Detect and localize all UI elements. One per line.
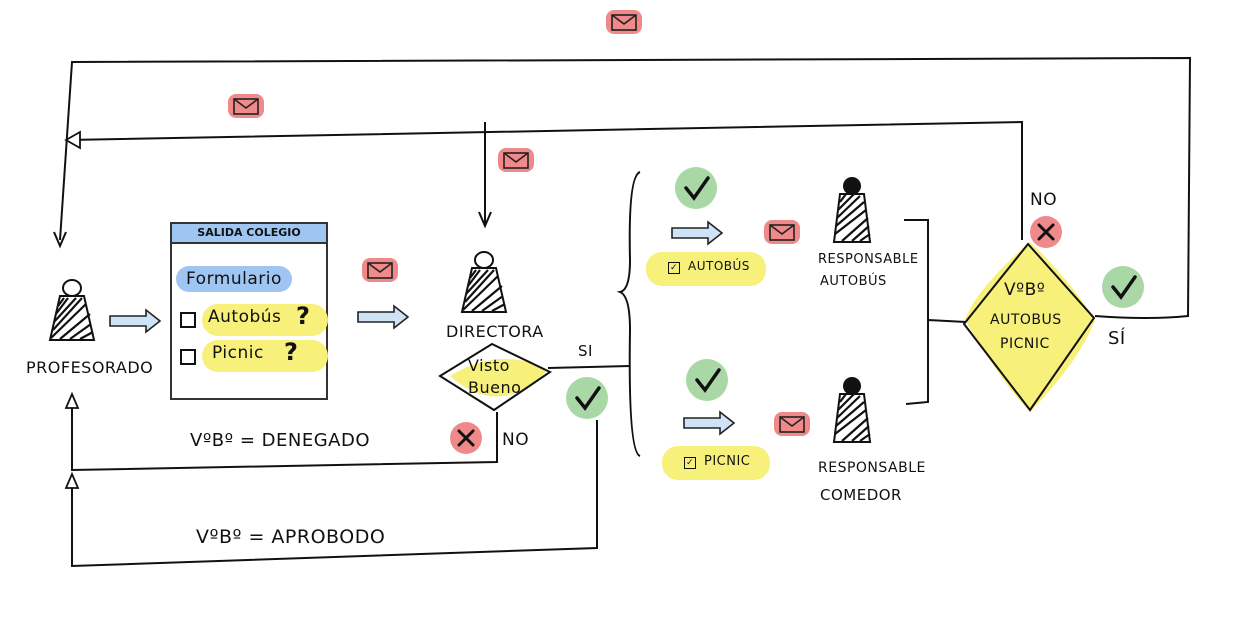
check-icon xyxy=(675,167,717,209)
option-picnic-highlight xyxy=(202,340,328,372)
form-card-title: SALIDA COLEGIO xyxy=(170,222,328,244)
checkbox-icon[interactable]: ✓ xyxy=(684,457,696,469)
actor-directora: DIRECTORA xyxy=(446,322,544,341)
actor-responsable-comedor-line1: RESPONSABLE xyxy=(818,460,926,476)
branch-si-1: SI xyxy=(578,342,593,360)
person-icon xyxy=(48,278,96,342)
branch-no-2: NO xyxy=(1030,190,1058,210)
task-autobus-label: AUTOBÚS xyxy=(688,259,750,273)
actor-responsable-autobus-line2: AUTOBÚS xyxy=(820,274,887,289)
person-icon xyxy=(832,175,872,244)
task-autobus-highlight xyxy=(646,252,766,286)
option-autobus-highlight xyxy=(202,304,328,336)
label-aprobado: VºBº = APROBODO xyxy=(196,526,386,548)
option-picnic-mark: ? xyxy=(284,338,299,366)
arrow-right-icon xyxy=(109,309,161,333)
decision-vobo-line3: PICNIC xyxy=(1000,336,1050,352)
option-autobus-label: Autobús xyxy=(208,307,282,327)
envelope-icon xyxy=(605,9,643,35)
decision-vobo-line1: VºBº xyxy=(1004,280,1046,300)
arrow-right-icon xyxy=(671,221,723,245)
arrow-right-icon xyxy=(357,305,409,329)
decision-visto-bueno-line1: Visto xyxy=(468,356,510,375)
check-icon xyxy=(566,377,608,419)
option-autobus-mark: ? xyxy=(296,302,311,330)
checkbox-icon[interactable]: ✓ xyxy=(668,262,680,274)
person-icon xyxy=(832,375,872,444)
option-picnic-label: Picnic xyxy=(212,343,264,363)
cross-icon xyxy=(450,422,482,454)
checkbox-icon[interactable] xyxy=(180,312,196,328)
actor-responsable-autobus-line1: RESPONSABLE xyxy=(818,252,919,267)
check-icon xyxy=(686,359,728,401)
envelope-icon xyxy=(361,257,399,283)
decision-visto-bueno-line2: Bueno xyxy=(468,378,522,397)
arrow-right-icon xyxy=(683,411,735,435)
actor-profesorado: PROFESORADO xyxy=(26,358,154,377)
actor-responsable-comedor-line2: COMEDOR xyxy=(820,486,902,504)
envelope-icon xyxy=(773,411,811,437)
branch-no-1: NO xyxy=(502,430,530,450)
checkbox-icon[interactable] xyxy=(180,349,196,365)
form-card: SALIDA COLEGIO Formulario Autobús ? Picn… xyxy=(170,222,328,400)
envelope-icon xyxy=(763,219,801,245)
task-picnic-highlight xyxy=(662,446,770,480)
decision-vobo-line2: AUTOBUS xyxy=(990,312,1062,328)
envelope-icon xyxy=(497,147,535,173)
task-picnic-label: PICNIC xyxy=(704,454,751,469)
envelope-icon xyxy=(227,93,265,119)
label-denegado: VºBº = DENEGADO xyxy=(190,430,371,451)
cross-icon xyxy=(1030,216,1062,248)
form-header: Formulario xyxy=(176,266,292,292)
branch-si-2: SÍ xyxy=(1108,328,1126,349)
person-icon xyxy=(460,250,508,314)
check-icon xyxy=(1102,266,1144,308)
